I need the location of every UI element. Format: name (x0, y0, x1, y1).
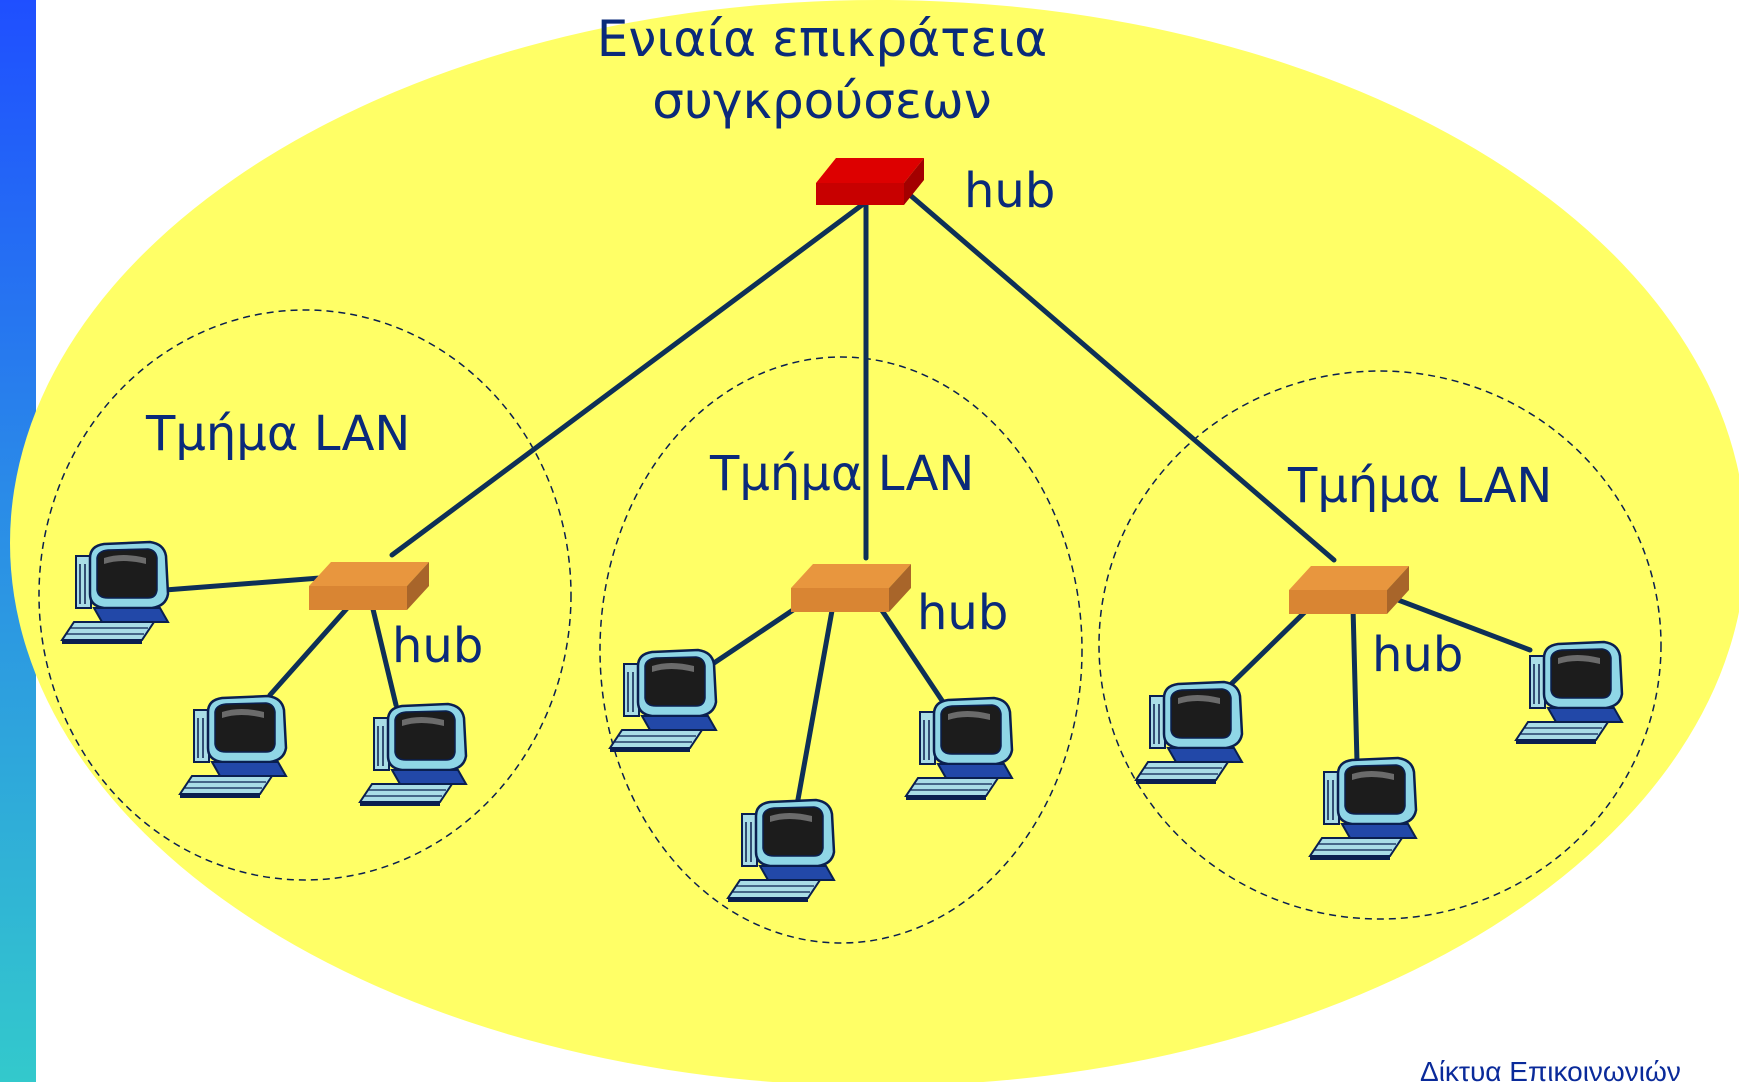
link-core-segment-3 (907, 192, 1337, 563)
segment-2-label: Τμήμα LAN (709, 446, 974, 502)
link-s2-pc1 (705, 599, 808, 670)
segment-hub-icon-3 (1289, 566, 1409, 614)
segment-1-hub-label: hub (392, 618, 483, 674)
lan-segment-boundary-2 (599, 356, 1083, 944)
link-s1-pc2 (267, 602, 353, 698)
segment-3-label: Τμήμα LAN (1287, 458, 1552, 514)
segment-2-hub-label: hub (917, 585, 1008, 641)
link-s2-pc3 (874, 600, 948, 708)
collision-domain-ellipse (10, 0, 1739, 1082)
link-s3-pc2 (1350, 604, 1360, 765)
link-s2-pc2 (794, 602, 836, 808)
link-s1-pc1 (162, 575, 323, 593)
lan-segment-boundary-3 (1098, 370, 1662, 920)
segment-hub-icon-2 (791, 564, 911, 612)
segment-1-label: Τμήμα LAN (145, 406, 410, 462)
network-links (162, 192, 1533, 808)
domain-title-line-2: συγκρούσεων (652, 72, 991, 130)
link-s3-pc3 (1382, 592, 1533, 653)
core-hub-icon (816, 158, 924, 205)
core-hub-label: hub (964, 163, 1055, 219)
footer-course-title: Δίκτυα Επικοινωνιών (1420, 1056, 1681, 1082)
link-s3-pc1 (1222, 604, 1313, 693)
link-core-segment-1 (389, 199, 869, 558)
lan-segment-boundary-1 (38, 309, 572, 881)
segment-hub-icon-1 (309, 562, 429, 610)
segment-3-hub-label: hub (1372, 627, 1463, 683)
link-s1-pc3 (369, 602, 399, 708)
domain-title-line-1: Ενιαία επικράτεια (597, 10, 1047, 68)
